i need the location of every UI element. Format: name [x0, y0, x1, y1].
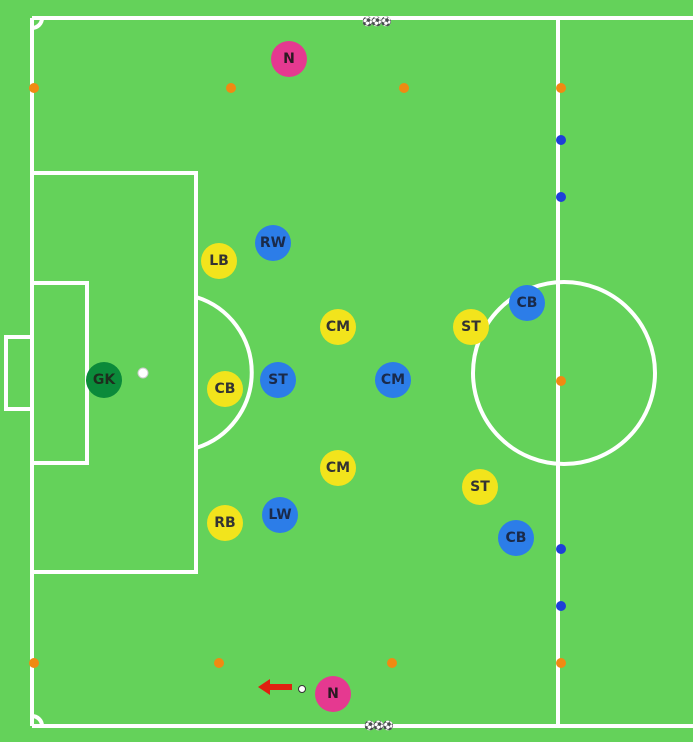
player-neutral-bottom[interactable]: N	[315, 676, 351, 712]
cone-blue[interactable]	[556, 192, 566, 202]
cone-orange[interactable]	[556, 376, 566, 386]
cone-orange[interactable]	[214, 658, 224, 668]
cone-blue[interactable]	[556, 544, 566, 554]
cone-orange[interactable]	[556, 83, 566, 93]
player-yellow-rb[interactable]: RB	[207, 505, 243, 541]
soccer-ball-stack-icon[interactable]: ⚽⚽⚽	[362, 17, 392, 28]
goal-area	[30, 281, 89, 465]
soccer-ball-icon[interactable]	[298, 685, 306, 693]
corner-arc-bottom	[31, 714, 44, 727]
player-yellow-cm-bottom[interactable]: CM	[320, 450, 356, 486]
cone-orange[interactable]	[29, 658, 39, 668]
player-blue-cb-bottom[interactable]: CB	[498, 520, 534, 556]
corner-arc-top	[31, 17, 44, 30]
player-blue-cm[interactable]: CM	[375, 362, 411, 398]
player-yellow-cm-top[interactable]: CM	[320, 309, 356, 345]
player-blue-cb-top[interactable]: CB	[509, 285, 545, 321]
player-blue-rw[interactable]: RW	[255, 225, 291, 261]
player-neutral-top[interactable]: N	[271, 41, 307, 77]
cone-orange[interactable]	[556, 658, 566, 668]
goal	[4, 335, 34, 411]
player-yellow-cb[interactable]: CB	[207, 371, 243, 407]
cone-orange[interactable]	[29, 83, 39, 93]
cone-orange[interactable]	[399, 83, 409, 93]
cone-orange[interactable]	[226, 83, 236, 93]
arrow-left-icon[interactable]	[258, 679, 294, 695]
cone-orange[interactable]	[387, 658, 397, 668]
player-yellow-st-top[interactable]: ST	[453, 309, 489, 345]
cone-blue[interactable]	[556, 135, 566, 145]
centre-circle	[471, 280, 657, 466]
player-yellow-lb[interactable]: LB	[201, 243, 237, 279]
soccer-ball-stack-icon[interactable]: ⚽⚽⚽	[364, 721, 394, 732]
player-yellow-st-bottom[interactable]: ST	[462, 469, 498, 505]
cone-blue[interactable]	[556, 601, 566, 611]
penalty-spot	[137, 367, 149, 379]
player-goalkeeper[interactable]: GK	[86, 362, 122, 398]
penalty-arc	[195, 295, 254, 450]
player-blue-st[interactable]: ST	[260, 362, 296, 398]
player-blue-lw[interactable]: LW	[262, 497, 298, 533]
